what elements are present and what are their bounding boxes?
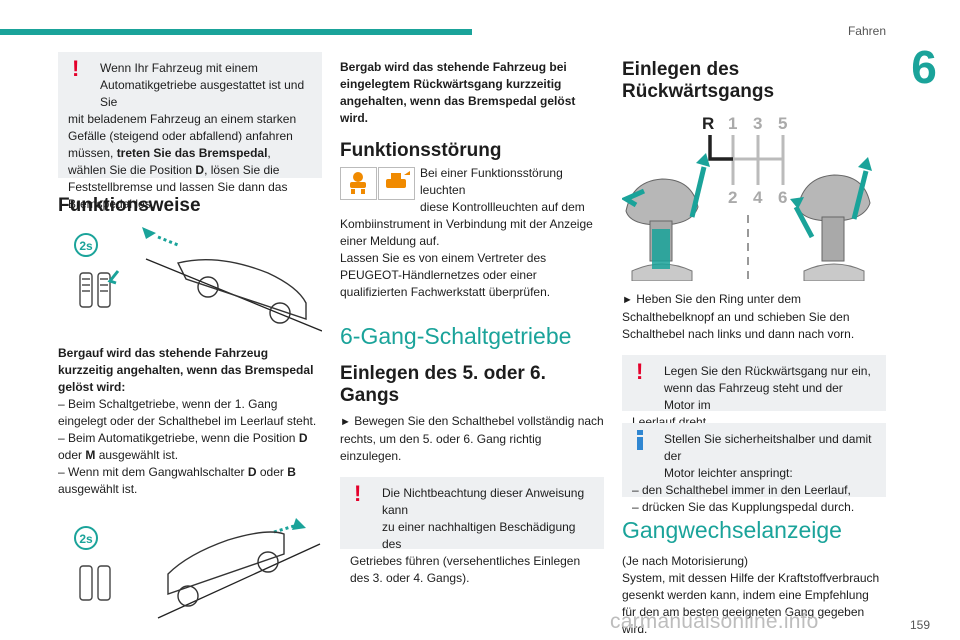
chapter-number: 6 bbox=[911, 41, 937, 93]
reverse-gear-illustration: R 1 3 5 2 4 6 bbox=[620, 111, 886, 282]
gear-knob-right bbox=[790, 157, 872, 282]
column-left: ! Wenn Ihr Fahrzeug mit einem Automatikg… bbox=[58, 52, 323, 620]
downhill-description: Bergab wird das stehende Fahrzeug bei ei… bbox=[340, 60, 576, 125]
warning-rest: Getriebes führen (versehentliches Einleg… bbox=[350, 554, 581, 585]
info-icon bbox=[637, 430, 643, 450]
uphill-car-diagram: 2s bbox=[74, 227, 323, 332]
section-title: Fahren bbox=[847, 24, 886, 38]
heading-funktionsweise: Funktionsweise bbox=[58, 195, 201, 216]
car-downhill bbox=[167, 531, 285, 607]
page-number: 159 bbox=[909, 618, 930, 632]
column-middle: Bergab wird das stehende Fahrzeug bei ei… bbox=[340, 52, 604, 585]
info-second-line: Motor leichter anspringt: bbox=[664, 466, 793, 480]
gear-label-2: 2 bbox=[728, 188, 737, 207]
warning-box-gear56: ! Die Nichtbeachtung dieser Anweisung ka… bbox=[340, 477, 604, 585]
heading-6-gang: 6-Gang-Schaltgetriebe bbox=[340, 323, 572, 349]
gear56-instruction: ► Bewegen Sie den Schalthebel vollständi… bbox=[340, 414, 604, 463]
pedal-icon-2 bbox=[79, 565, 111, 601]
heading-reverse-gear: Einlegen des Rückwärtsgangs bbox=[622, 59, 775, 102]
info-line-neutral: – den Schalthebel immer in den Leerlauf, bbox=[632, 483, 851, 497]
fault-block: Bei einer Funktionsstörung leuchten dies… bbox=[340, 165, 604, 301]
uphill-line-selector: – Wenn mit dem Gangwahlschalter D oder B… bbox=[58, 465, 296, 496]
warning-box-automatic: ! Wenn Ihr Fahrzeug mit einem Automatikg… bbox=[58, 52, 322, 211]
indicator-subtitle: (Je nach Motorisierung) bbox=[622, 554, 749, 568]
gear-knob-left bbox=[620, 153, 710, 282]
gear-shift-diagram: R 1 3 5 2 4 6 bbox=[620, 114, 872, 282]
warning-icon: ! bbox=[636, 359, 644, 384]
warning-second-line: wenn das Fahrzeug steht und der Motor im bbox=[664, 381, 843, 412]
info-first-line: Stellen Sie sicherheitshalber und damit … bbox=[664, 432, 872, 463]
heading-gear-56: Einlegen des 5. oder 6. Gangs bbox=[340, 363, 546, 406]
warning-second-line: zu einer nachhaltigen Beschädigung des bbox=[382, 520, 576, 551]
warning-lamps-icon bbox=[340, 167, 415, 200]
header-accent-bar bbox=[0, 29, 472, 35]
pedal-icon bbox=[79, 272, 111, 308]
indicator-description: System, mit dessen Hilfe der Kraftstoffv… bbox=[622, 571, 880, 636]
warning-rest: mit beladenem Fahrzeug an einem starken … bbox=[68, 112, 297, 211]
reverse-instruction: ► Heben Sie den Ring unter dem Schaltheb… bbox=[622, 292, 855, 341]
timer-2s-label-2: 2s bbox=[79, 532, 93, 546]
fault-second-line: diese Kontrollleuchten auf dem bbox=[420, 200, 585, 214]
warning-icon: ! bbox=[72, 56, 80, 81]
watermark: carmanualsonline.info bbox=[610, 610, 819, 633]
gear-label-4: 4 bbox=[753, 188, 763, 207]
info-line-clutch: – drücken Sie das Kupplungspedal durch. bbox=[632, 500, 855, 514]
uphill-illustration: 2s bbox=[58, 223, 323, 341]
gear-label-5: 5 bbox=[778, 114, 787, 133]
uphill-line-manual: – Beim Schaltgetriebe, wenn der 1. Gang … bbox=[58, 397, 317, 428]
info-box-clutch: Stellen Sie sicherheitshalber und damit … bbox=[622, 423, 886, 514]
downhill-car-diagram: 2s bbox=[74, 518, 321, 619]
heading-funktionsstoerung: Funktionsstörung bbox=[340, 140, 502, 161]
column-right: Einlegen des Rückwärtsgangs R 1 3 5 2 4 … bbox=[620, 52, 886, 638]
fault-rest: Kombiinstrument in Verbindung mit der An… bbox=[340, 217, 593, 248]
warning-box-reverse: ! Legen Sie den Rückwärtsgang nur ein, w… bbox=[622, 355, 886, 429]
fault-first-line: Bei einer Funktionsstörung leuchten bbox=[420, 166, 563, 197]
fault-contact: Lassen Sie es von einem Vertreter des PE… bbox=[340, 251, 551, 299]
warning-first-line: Legen Sie den Rückwärtsgang nur ein, bbox=[664, 364, 871, 378]
gear-label-6: 6 bbox=[778, 188, 787, 207]
gear-label-r: R bbox=[702, 114, 714, 133]
uphill-description: Bergauf wird das stehende Fahrzeug kurzz… bbox=[58, 346, 314, 394]
warning-first-line: Wenn Ihr Fahrzeug mit einem bbox=[100, 61, 258, 75]
bullet-arrow-icon: ► bbox=[622, 294, 633, 306]
gear-label-1: 1 bbox=[728, 114, 737, 133]
bullet-arrow-icon: ► bbox=[340, 416, 351, 428]
uphill-line-automatic: – Beim Automatikgetriebe, wenn die Posit… bbox=[58, 431, 308, 462]
warning-first-line: Die Nichtbeachtung dieser Anweisung kann bbox=[382, 486, 585, 517]
timer-2s-label: 2s bbox=[79, 239, 93, 253]
gear-label-3: 3 bbox=[753, 114, 762, 133]
warning-icon: ! bbox=[354, 481, 362, 506]
heading-gangwechselanzeige: Gangwechselanzeige bbox=[622, 517, 842, 543]
car-uphill bbox=[176, 259, 307, 324]
warning-second-line: Automatikgetriebe ausgestattet ist und S… bbox=[100, 78, 305, 109]
downhill-illustration: 2s bbox=[58, 512, 322, 620]
